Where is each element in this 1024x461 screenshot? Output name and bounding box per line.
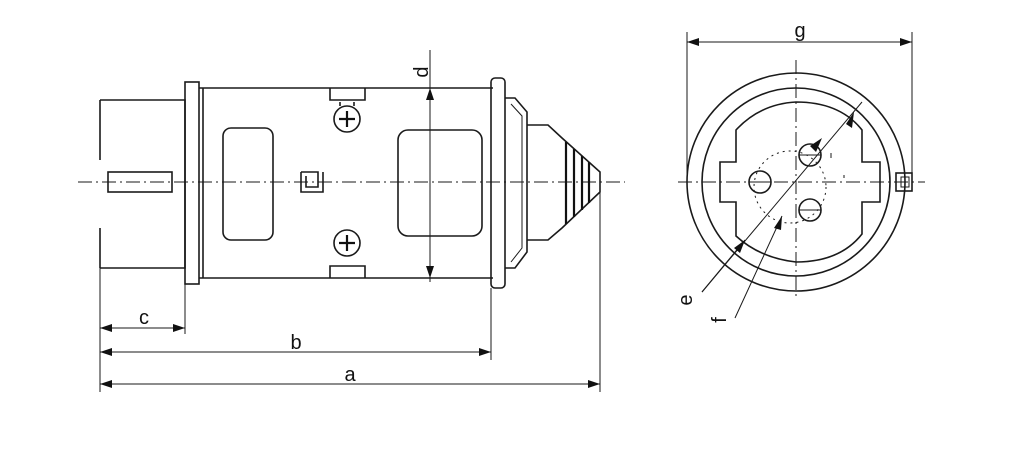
bottom-screw-slot	[339, 235, 355, 251]
body-window-right	[397, 129, 483, 237]
cable-gland	[527, 124, 601, 241]
body-window-left	[222, 127, 274, 241]
dim-b-arrow-left	[100, 348, 112, 356]
dim-b-arrow-right	[479, 348, 491, 356]
inner-rim	[701, 87, 891, 277]
top-screw-bracket	[329, 88, 366, 101]
bottom-screw-head	[333, 229, 361, 257]
contact-hole-bottom	[798, 198, 822, 222]
dim-e-label: e	[675, 294, 697, 305]
front-cap	[505, 97, 528, 269]
bottom-screw-bracket	[329, 265, 366, 278]
contact-hole-left	[748, 170, 772, 194]
pitch-circle	[753, 150, 827, 224]
front-view: e f g	[675, 20, 925, 323]
dim-c-arrow-right	[173, 324, 185, 332]
leader-f-arrow	[774, 216, 782, 230]
dim-pin-arrow-upper	[810, 138, 822, 152]
dim-a-arrow-right	[588, 380, 600, 388]
leader-e-arrow	[734, 240, 745, 253]
dim-d-arrow-bottom	[426, 266, 434, 278]
dim-b-label: b	[290, 332, 301, 354]
key-tab	[895, 172, 913, 192]
dim-d-arrow-top	[426, 88, 434, 100]
dim-a-label: a	[344, 364, 356, 386]
top-screw-head	[333, 105, 361, 133]
top-screw-slot	[339, 111, 355, 127]
gland-ribs	[564, 142, 591, 224]
dim-f-label: f	[709, 317, 731, 323]
leader-f	[734, 215, 783, 319]
dim-c-label: c	[139, 307, 149, 329]
dim-pin-arrow-outer	[846, 112, 854, 128]
outer-rim	[686, 72, 906, 292]
rear-flange	[184, 81, 200, 285]
side-view: d c b a	[78, 50, 625, 392]
dim-g-arrow-left	[687, 38, 699, 46]
key-tab-slot	[900, 176, 910, 188]
top-screw-neck	[339, 102, 355, 106]
latch-symbol	[300, 171, 324, 193]
dim-c-arrow-left	[100, 324, 112, 332]
front-ring	[490, 77, 506, 289]
dim-a-arrow-left	[100, 380, 112, 388]
insert-face	[719, 101, 881, 263]
dim-g-arrow-right	[900, 38, 912, 46]
dim-g-label: g	[794, 20, 805, 42]
front-cap-inner	[510, 103, 523, 263]
dim-d-label: d	[411, 66, 433, 77]
